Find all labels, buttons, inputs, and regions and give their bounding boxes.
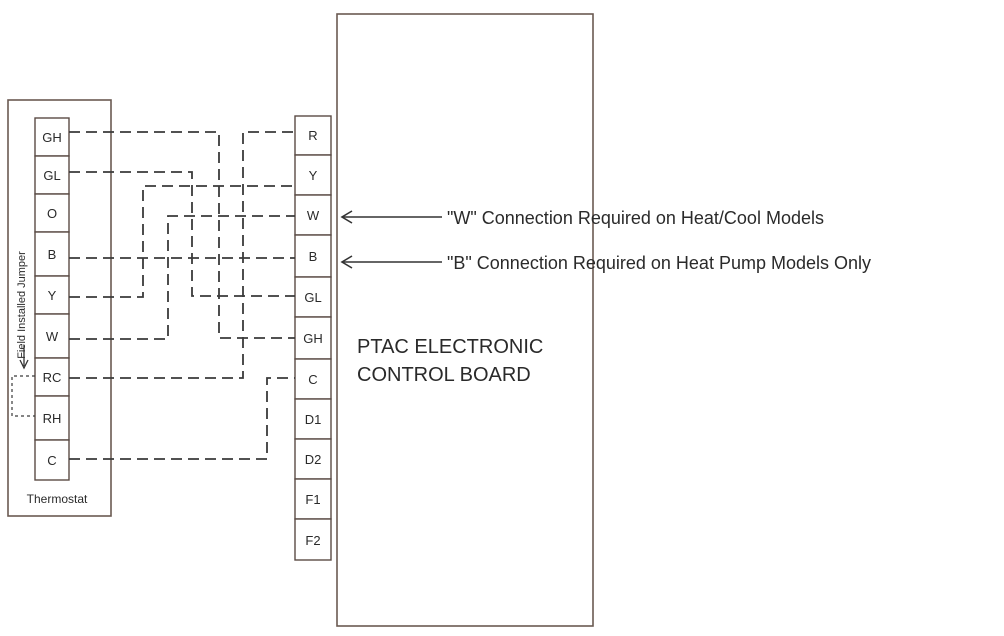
callout-w-arrowhead-icon [340,210,353,224]
board-terminal-block: R Y W B GL GH C D1 D2 F1 F2 [294,115,332,561]
note-w-connection: "W" Connection Required on Heat/Cool Mod… [447,208,824,228]
field-installed-jumper [11,375,35,417]
callout-w: "W" Connection Required on Heat/Cool Mod… [340,208,824,228]
board-terminal-w [294,194,332,236]
note-b-connection: "B" Connection Required on Heat Pump Mod… [447,253,871,273]
wire-gh-to-gh [69,131,295,339]
board-label-f2: F2 [305,533,320,548]
wire-rc-to-r [69,131,295,379]
thermostat-label-gl: GL [43,168,60,183]
thermostat-label-w: W [46,329,59,344]
thermostat-label-gh: GH [42,130,62,145]
board-title-line1: PTAC ELECTRONIC [357,336,543,358]
thermostat-terminal-c [34,439,70,481]
board-label-b: B [309,249,318,264]
jumper-arrow-head [19,359,29,370]
thermostat-terminal-o [34,193,70,233]
board-label-r: R [308,128,317,143]
thermostat-terminal-y [34,275,70,315]
board-label-d1: D1 [305,412,322,427]
board-title-line2: CONTROL BOARD [357,364,531,386]
control-board-box [336,13,594,627]
board-terminal-f1 [294,478,332,520]
thermostat-label-o: O [47,206,57,221]
wire-c-to-c [69,377,295,460]
board-label-c: C [308,372,317,387]
thermostat-terminal-block: GH GL O B Y W RC RH C [34,117,70,481]
thermostat-label-rc: RC [43,370,62,385]
board-terminal-y [294,154,332,196]
thermostat-label-c: C [47,453,56,468]
board-label-gh: GH [303,331,323,346]
board-label-w: W [307,208,320,223]
board-terminal-f2 [294,518,332,561]
board-terminal-gl [294,276,332,318]
board-label-y: Y [309,168,318,183]
board-terminal-gh [294,316,332,360]
board-terminal-d2 [294,438,332,480]
board-label-d2: D2 [305,452,322,467]
callout-b: "B" Connection Required on Heat Pump Mod… [340,253,871,273]
field-wiring [69,131,295,460]
board-label-gl: GL [304,290,321,305]
board-terminal-c [294,358,332,400]
callout-b-arrowhead-icon [340,255,353,269]
board-terminal-r [294,115,332,156]
jumper-label: Field Installed Jumper [16,251,28,359]
thermostat-caption: Thermostat [27,492,88,506]
thermostat-label-y: Y [48,288,57,303]
board-terminal-d1 [294,398,332,440]
wire-y-to-y [69,185,295,298]
thermostat-terminal-rc [34,357,70,397]
wire-w-to-w [69,215,295,340]
thermostat-label-rh: RH [43,411,62,426]
board-label-f1: F1 [305,492,320,507]
thermostat-label-b: B [48,247,57,262]
